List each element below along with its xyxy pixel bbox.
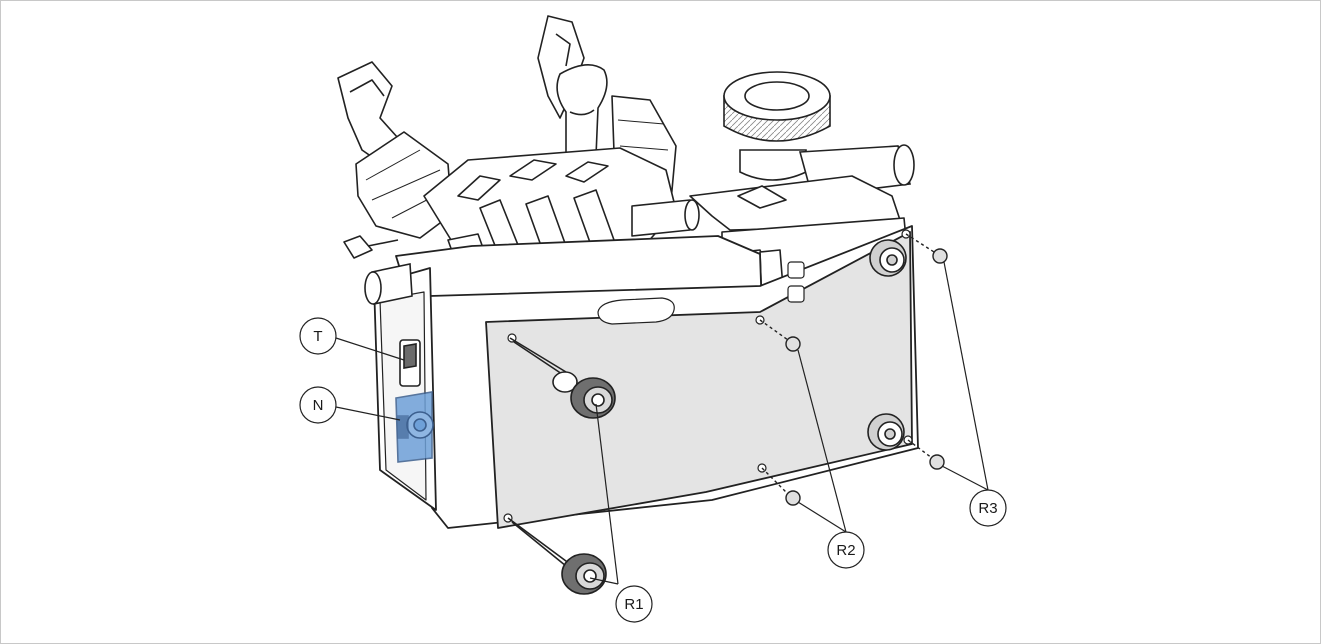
callout-n: N (299, 386, 337, 424)
rear-panel (485, 231, 913, 529)
left-cylinder (364, 263, 413, 305)
foot-right-lower (867, 413, 905, 451)
clamp-assembly (337, 15, 700, 271)
callout-r1: R1 (615, 585, 653, 623)
foot-r1-upper (509, 337, 616, 419)
leader-lines (335, 261, 989, 585)
callout-r2: R2 (827, 531, 865, 569)
callout-r3: R3 (969, 489, 1007, 527)
main-housing (373, 225, 919, 529)
callout-t: T (299, 317, 337, 355)
callout-r3-label: R3 (978, 500, 997, 517)
connector-socket (395, 391, 434, 463)
callout-r1-label: R1 (624, 596, 643, 613)
top-knob (723, 71, 831, 181)
callout-n-label: N (313, 397, 324, 414)
callout-t-label: T (313, 328, 322, 345)
toggle-switch (399, 339, 421, 387)
foot-right-upper (869, 239, 907, 277)
foot-r1-lower (507, 517, 607, 595)
screws (759, 233, 948, 506)
callout-r2-label: R2 (836, 542, 855, 559)
